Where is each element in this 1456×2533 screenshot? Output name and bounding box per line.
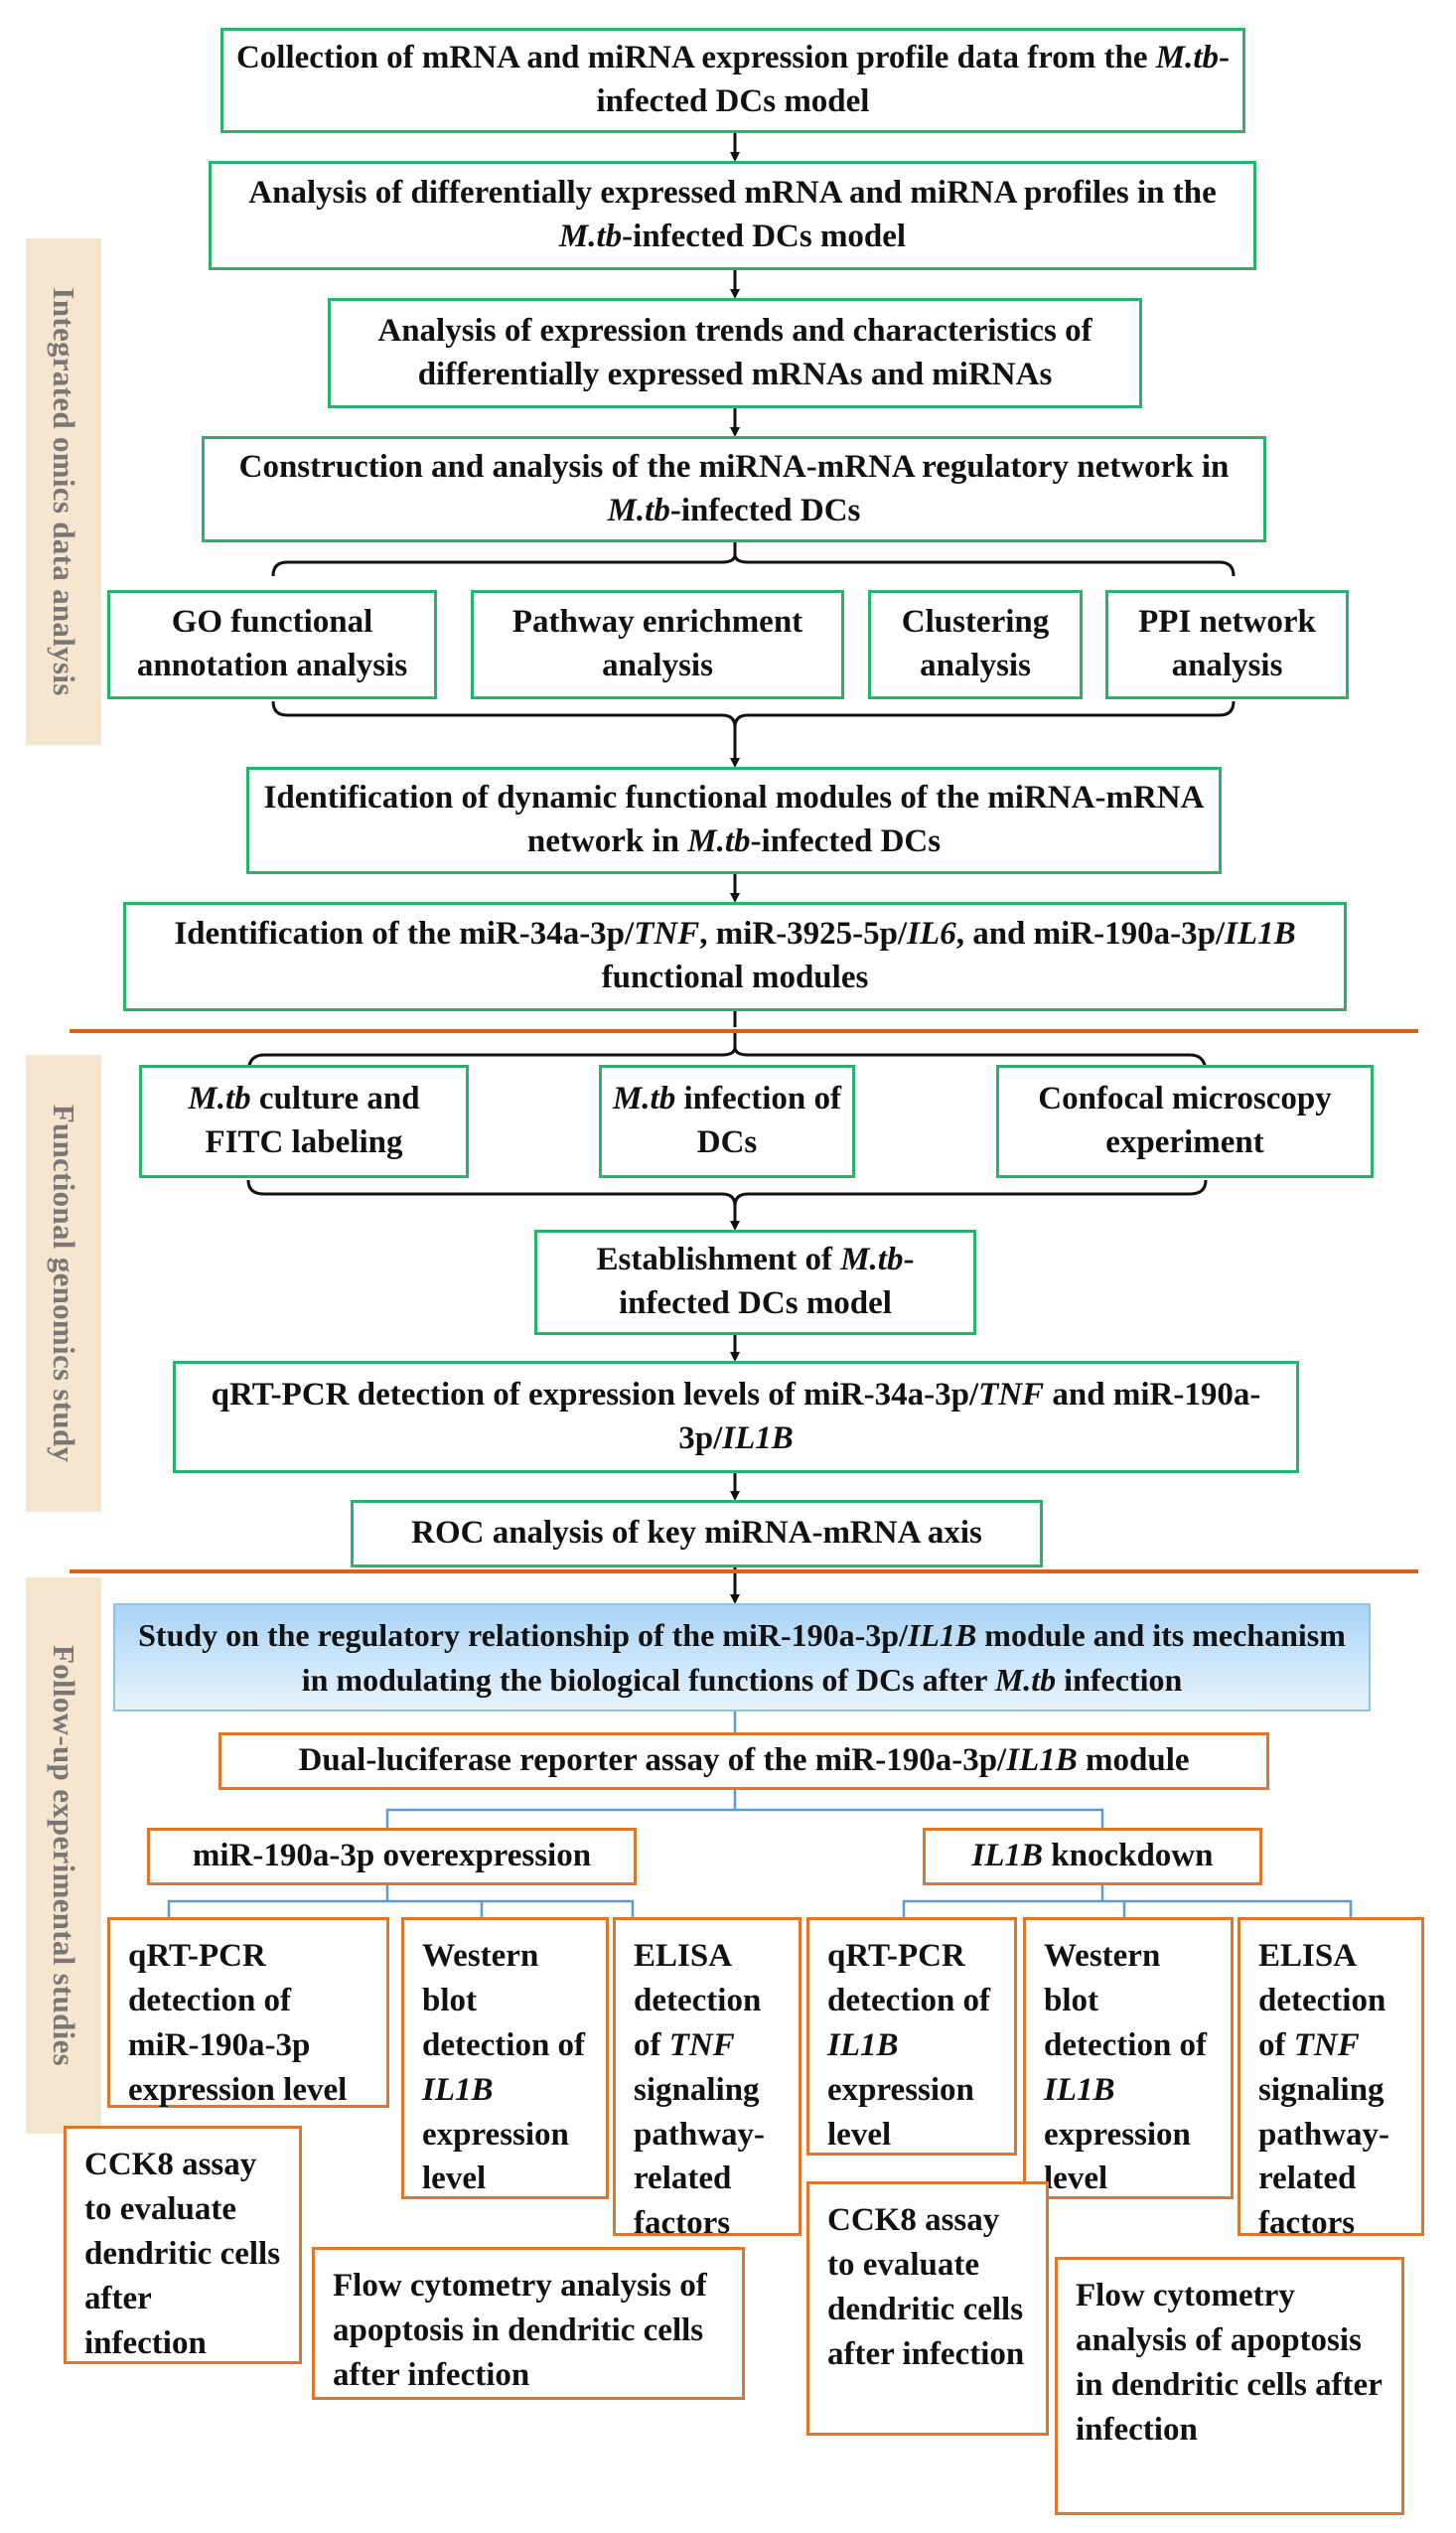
box-go: GO functional annotation analysis [107,590,437,699]
box-ppi: PPI network analysis [1105,590,1349,699]
box-network: Construction and analysis of the miRNA-m… [202,436,1266,542]
box-right-cck8: CCK8 assay to evaluate dendritic cells a… [806,2181,1049,2436]
box-clustering: Clustering analysis [868,590,1083,699]
bracket-network-analyses [271,542,1236,577]
tree-luciferase-branches [385,1790,1104,1828]
box-right-western: Western blot detection of IL1B expressio… [1023,1917,1234,2199]
box-trends: Analysis of expression trends and charac… [328,298,1142,408]
box-roc: ROC analysis of key miRNA-mRNA axis [351,1500,1043,1567]
bracket-experiments-establish [246,1179,1208,1207]
box-collection: Collection of mRNA and miRNA expression … [220,28,1245,133]
box-left-western: Western blot detection of IL1B expressio… [401,1917,609,2199]
side-label-genomics: Functional genomics study [26,1055,101,1512]
box-left-flow: Flow cytometry analysis of apoptosis in … [312,2247,745,2400]
tree-knockdown-leaves [902,1885,1353,1917]
tree-overexp-leaves [167,1885,635,1917]
box-modules: Identification of the miR-34a-3p/TNF, mi… [123,902,1347,1011]
box-study: Study on the regulatory relationship of … [113,1603,1371,1712]
box-overexp: miR-190a-3p overexpression [147,1828,637,1885]
box-diff-analysis: Analysis of differentially expressed mRN… [209,161,1256,270]
box-knockdown: IL1B knockdown [923,1828,1262,1885]
bracket-divider-experiments [246,1033,1208,1074]
side-label-followup: Follow-up experimental studies [26,1577,101,2134]
section-divider-2 [70,1569,1418,1573]
box-establish: Establishment of M.tb-infected DCs model [534,1230,976,1335]
box-left-elisa: ELISA detection of TNF signaling pathway… [613,1917,801,2241]
box-dynamic: Identification of dynamic functional mod… [246,767,1222,874]
box-infection: M.tb infection of DCs [599,1065,855,1178]
box-right-flow: Flow cytometry analysis of apoptosis in … [1055,2257,1404,2515]
box-culture: M.tb culture and FITC labeling [139,1065,469,1178]
box-qrt-detect: qRT-PCR detection of expression levels o… [173,1361,1299,1473]
box-right-qrt: qRT-PCR detection of IL1B expression lev… [806,1917,1017,2156]
box-pathway: Pathway enrichment analysis [471,590,844,699]
side-label-omics: Integrated omics data analysis [26,238,101,745]
box-right-elisa: ELISA detection of TNF signaling pathway… [1238,1917,1424,2241]
box-left-qrt: qRT-PCR detection of miR-190a-3p express… [107,1917,389,2108]
section-divider-1 [70,1029,1418,1033]
box-left-cck8: CCK8 assay to evaluate dendritic cells a… [64,2126,302,2364]
box-luciferase: Dual-luciferase reporter assay of the mi… [218,1732,1269,1790]
bracket-analyses-dynamic [271,700,1236,728]
box-confocal: Confocal microscopy experiment [996,1065,1374,1178]
